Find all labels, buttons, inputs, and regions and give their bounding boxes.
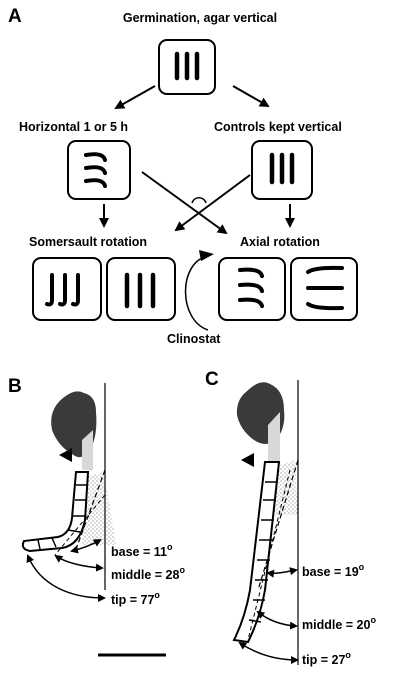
base-angle-c: base = 19o: [302, 562, 365, 579]
angle-arrow-base-b: [70, 538, 102, 554]
cross-arrow-to-axial: [141, 171, 228, 235]
angle-line-b1: [74, 469, 106, 553]
coleoptile-tip-marker: [59, 448, 72, 462]
angle-line-b2: [54, 494, 106, 556]
axial-label: Axial rotation: [240, 235, 320, 249]
angle-arrow-base-c: [266, 567, 298, 578]
tip-angle-c: tip = 27o: [302, 650, 351, 667]
axial-box-1: [218, 257, 286, 321]
horizontal-box: [67, 140, 131, 200]
panel-c-letter: C: [205, 369, 219, 390]
clinostat-rotation-arc: [184, 255, 209, 331]
controls-label: Controls kept vertical: [214, 120, 342, 134]
coleoptile-tip-marker-c: [241, 453, 254, 467]
angle-arrow-tip-c: [238, 641, 299, 664]
middle-angle-c: middle = 20o: [302, 615, 376, 632]
angle-arrow-middle-b: [54, 554, 104, 572]
base-angle-b: base = 11o: [111, 542, 173, 559]
germination-box: [158, 39, 216, 95]
panel-b-letter: B: [8, 376, 22, 397]
angle-line-c2: [247, 469, 291, 641]
seedling-b: [21, 391, 116, 553]
arrow-to-controls: [232, 85, 270, 107]
angle-arrow-middle-c: [256, 610, 298, 630]
somersault-label: Somersault rotation: [29, 235, 147, 249]
germination-label: Germination, agar vertical: [123, 11, 277, 25]
horizontal-label: Horizontal 1 or 5 h: [19, 120, 128, 134]
middle-angle-b: middle = 28o: [111, 565, 185, 582]
angle-line-c1: [257, 459, 299, 591]
arrow-to-horizontal: [114, 85, 156, 109]
angle-arrow-tip-b: [26, 554, 106, 602]
seedling-c: [232, 382, 298, 644]
clinostat-label: Clinostat: [167, 332, 221, 346]
tip-angle-b: tip = 77o: [111, 590, 160, 607]
cross-arrow-to-somersault: [174, 174, 251, 232]
panel-a-letter: A: [8, 6, 22, 27]
axial-box-2: [290, 257, 358, 321]
somersault-box-1: [32, 257, 102, 321]
somersault-box-2: [106, 257, 176, 321]
rotation-arrowhead: [199, 250, 214, 261]
controls-box: [251, 140, 313, 200]
